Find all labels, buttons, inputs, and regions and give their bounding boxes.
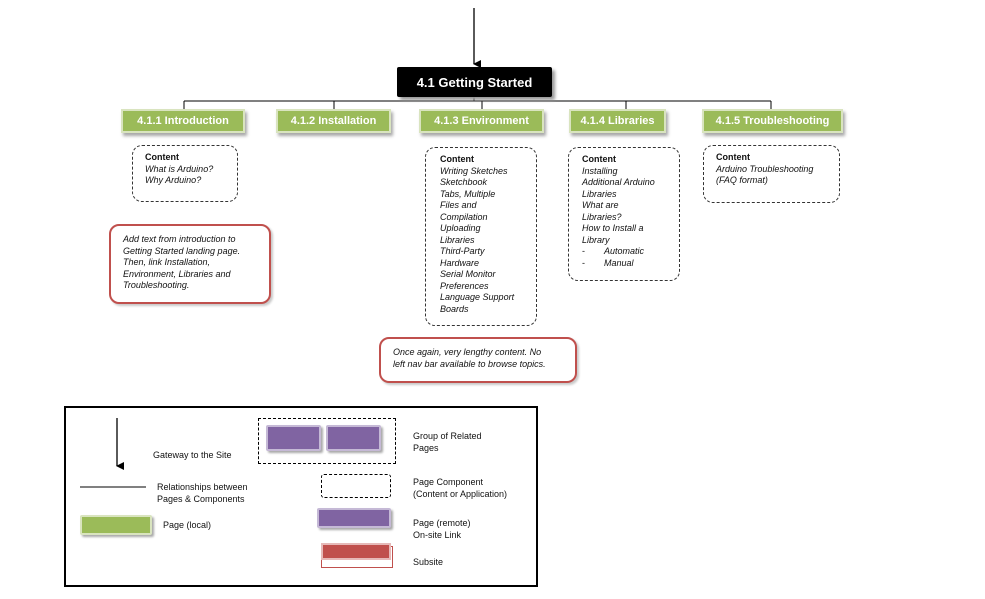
note-line: Add text from introduction to (123, 234, 236, 244)
component-item: Files and (440, 200, 477, 210)
component-item: Libraries (440, 234, 475, 245)
component-item: Library (582, 234, 610, 245)
legend-group-swatch-2 (326, 425, 381, 451)
legend-relationships-label: Relationships between Pages & Components (157, 481, 248, 505)
component-introduction: Content What is Arduino? Why Arduino? (132, 145, 238, 202)
legend-line: Group of Related (413, 431, 482, 441)
page-node-environment[interactable]: 4.1.3 Environment (419, 109, 544, 133)
legend-line: Pages (413, 443, 439, 453)
legend-page-local-swatch (80, 515, 152, 535)
page-node-libraries[interactable]: 4.1.4 Libraries (569, 109, 666, 133)
component-heading: Content (716, 152, 750, 162)
component-item: Compilation (440, 211, 488, 222)
component-item: Installing (582, 165, 618, 176)
component-item: Language Support (440, 292, 515, 302)
component-item: Hardware (440, 257, 480, 268)
subitem-dash: - (582, 257, 585, 268)
legend-line: Page (remote) (413, 518, 471, 528)
component-item: Boards (440, 303, 469, 314)
subitem-label: Automatic (604, 246, 645, 256)
legend-page-remote-label: Page (remote) On-site Link (413, 517, 471, 541)
page-node-installation[interactable]: 4.1.2 Installation (276, 109, 391, 133)
page-node-label: 4.1.2 Installation (290, 115, 377, 127)
note-line: Troubleshooting. (123, 280, 190, 290)
legend-component-swatch (321, 474, 391, 498)
page-node-introduction[interactable]: 4.1.1 Introduction (121, 109, 245, 133)
component-item: Third-Party (440, 246, 485, 256)
legend-line: (Content or Application) (413, 489, 508, 499)
component-item: Preferences (440, 280, 489, 291)
page-node-troubleshooting[interactable]: 4.1.5 Troubleshooting (702, 109, 843, 133)
component-item: Libraries? (582, 211, 622, 222)
component-item: Additional Arduino (582, 177, 655, 187)
component-item: Tabs, Multiple (440, 188, 496, 199)
page-node-label: 4.1.1 Introduction (137, 115, 229, 127)
note-line: Environment, Libraries and (123, 268, 231, 279)
legend-subsite-label: Subsite (413, 557, 444, 567)
note-introduction: Add text from introduction to Getting St… (109, 224, 271, 304)
legend-line: Page Component (413, 477, 484, 487)
note-line: left nav bar available to browse topics. (393, 358, 546, 369)
legend-gateway-label: Gateway to the Site (153, 450, 232, 460)
legend-component-label: Page Component (Content or Application) (413, 476, 507, 500)
legend-line: Pages & Components (157, 494, 245, 504)
component-item: Why Arduino? (145, 175, 202, 185)
legend-page-remote-swatch (317, 508, 391, 528)
legend-subsite-swatch (321, 543, 391, 560)
subitem-dash: - (582, 246, 585, 256)
legend-line: On-site Link (413, 530, 462, 540)
component-item: Libraries (582, 188, 617, 199)
note-line: Once again, very lengthy content. No (393, 347, 542, 357)
legend-box (64, 406, 538, 587)
component-item: Writing Sketches (440, 165, 508, 176)
component-troubleshooting: Content Arduino Troubleshooting (FAQ for… (703, 145, 840, 203)
legend-line: Relationships between (157, 482, 248, 492)
legend-group-label: Group of Related Pages (413, 430, 482, 454)
page-node-label: 4.1.3 Environment (434, 115, 529, 127)
note-line: Getting Started landing page. (123, 245, 241, 256)
component-item: Serial Monitor (440, 269, 496, 279)
note-environment: Once again, very lengthy content. No lef… (379, 337, 577, 383)
component-environment: Content Writing Sketches Sketchbook Tabs… (425, 147, 537, 326)
legend-page-local-label: Page (local) (163, 520, 212, 530)
component-item: Arduino Troubleshooting (716, 163, 814, 174)
component-item: (FAQ format) (716, 175, 768, 185)
component-item: How to Install a (582, 223, 644, 233)
component-heading: Content (582, 154, 616, 164)
note-line: Then, link Installation, (123, 257, 211, 267)
component-libraries: Content Installing Additional Arduino Li… (568, 147, 680, 281)
legend-group-frame (258, 418, 396, 464)
page-node-label: 4.1.4 Libraries (580, 115, 655, 127)
page-node-label: 4.1.5 Troubleshooting (715, 115, 830, 127)
component-item: Sketchbook (440, 177, 488, 187)
component-item: Uploading (440, 223, 481, 233)
component-heading: Content (440, 154, 474, 164)
component-item: What are (582, 200, 619, 210)
component-subitem: - Automatic (582, 246, 671, 258)
component-heading: Content (145, 152, 179, 162)
component-item: What is Arduino? (145, 163, 214, 174)
legend-group-swatch-1 (266, 425, 321, 451)
root-node-getting-started[interactable]: 4.1 Getting Started (397, 67, 552, 97)
component-subitem: - Manual (582, 258, 671, 270)
subitem-label: Manual (604, 257, 634, 268)
root-node-label: 4.1 Getting Started (416, 74, 533, 90)
